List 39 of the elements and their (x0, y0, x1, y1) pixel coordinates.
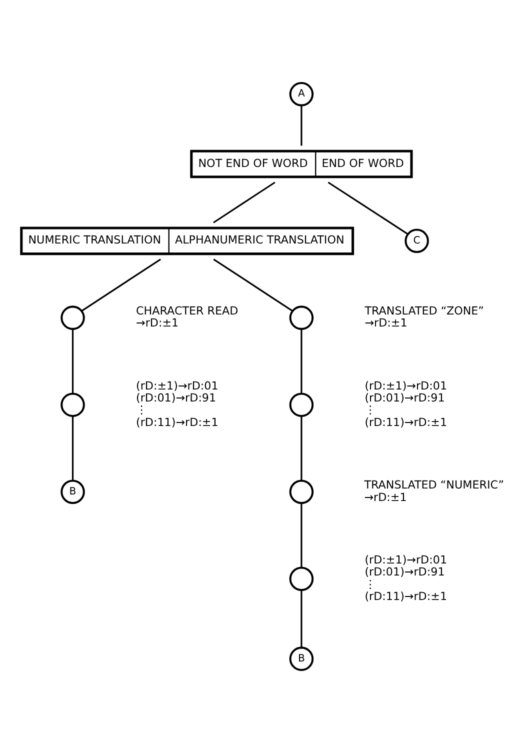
node-label: (rD:11)→rD:±1 (364, 589, 448, 602)
node-label: ⋮ (364, 577, 376, 590)
node-label: (rD:01)→rD:91 (364, 565, 445, 578)
node-label: ⋮ (364, 403, 376, 416)
node-circle: B (60, 479, 85, 504)
node-label: (rD:11)→rD:±1 (136, 415, 218, 428)
node-label: (rD:11)→rD:±1 (364, 415, 448, 428)
node-circle (60, 392, 85, 416)
connector (213, 258, 293, 312)
node-circle: C (404, 228, 429, 253)
node-circle: A (289, 82, 314, 106)
node-label: →rD:±1 (136, 316, 179, 330)
connector (72, 328, 74, 394)
node-label: →rD:±1 (364, 490, 407, 504)
node-label: (rD:01)→rD:91 (136, 391, 216, 404)
node-label: TRANSLATED “NUMERIC” (364, 478, 504, 492)
node-circle (289, 392, 314, 416)
connector (213, 181, 276, 223)
node-circle: B (289, 646, 314, 670)
node-label: ⋮ (136, 403, 148, 416)
connector (328, 181, 408, 234)
node-circle (289, 566, 314, 591)
node-label: CHARACTER READ (136, 304, 238, 318)
node-circle (60, 305, 85, 330)
node-label: TRANSLATED “ZONE” (364, 304, 484, 318)
connector (300, 590, 302, 647)
node-circle (289, 305, 314, 330)
node-label: (rD:01)→rD:91 (364, 391, 445, 404)
connector (81, 258, 162, 312)
node-label: (rD:±1)→rD:01 (364, 378, 448, 392)
connector (300, 105, 302, 146)
node-label: (rD:±1)→rD:01 (136, 378, 218, 392)
connector (300, 416, 302, 480)
connector (300, 502, 302, 568)
node-circle (289, 479, 314, 504)
connector (300, 328, 302, 394)
connector (72, 416, 74, 480)
node-label: →rD:±1 (364, 316, 408, 330)
node-label: (rD:±1)→rD:01 (364, 553, 448, 566)
